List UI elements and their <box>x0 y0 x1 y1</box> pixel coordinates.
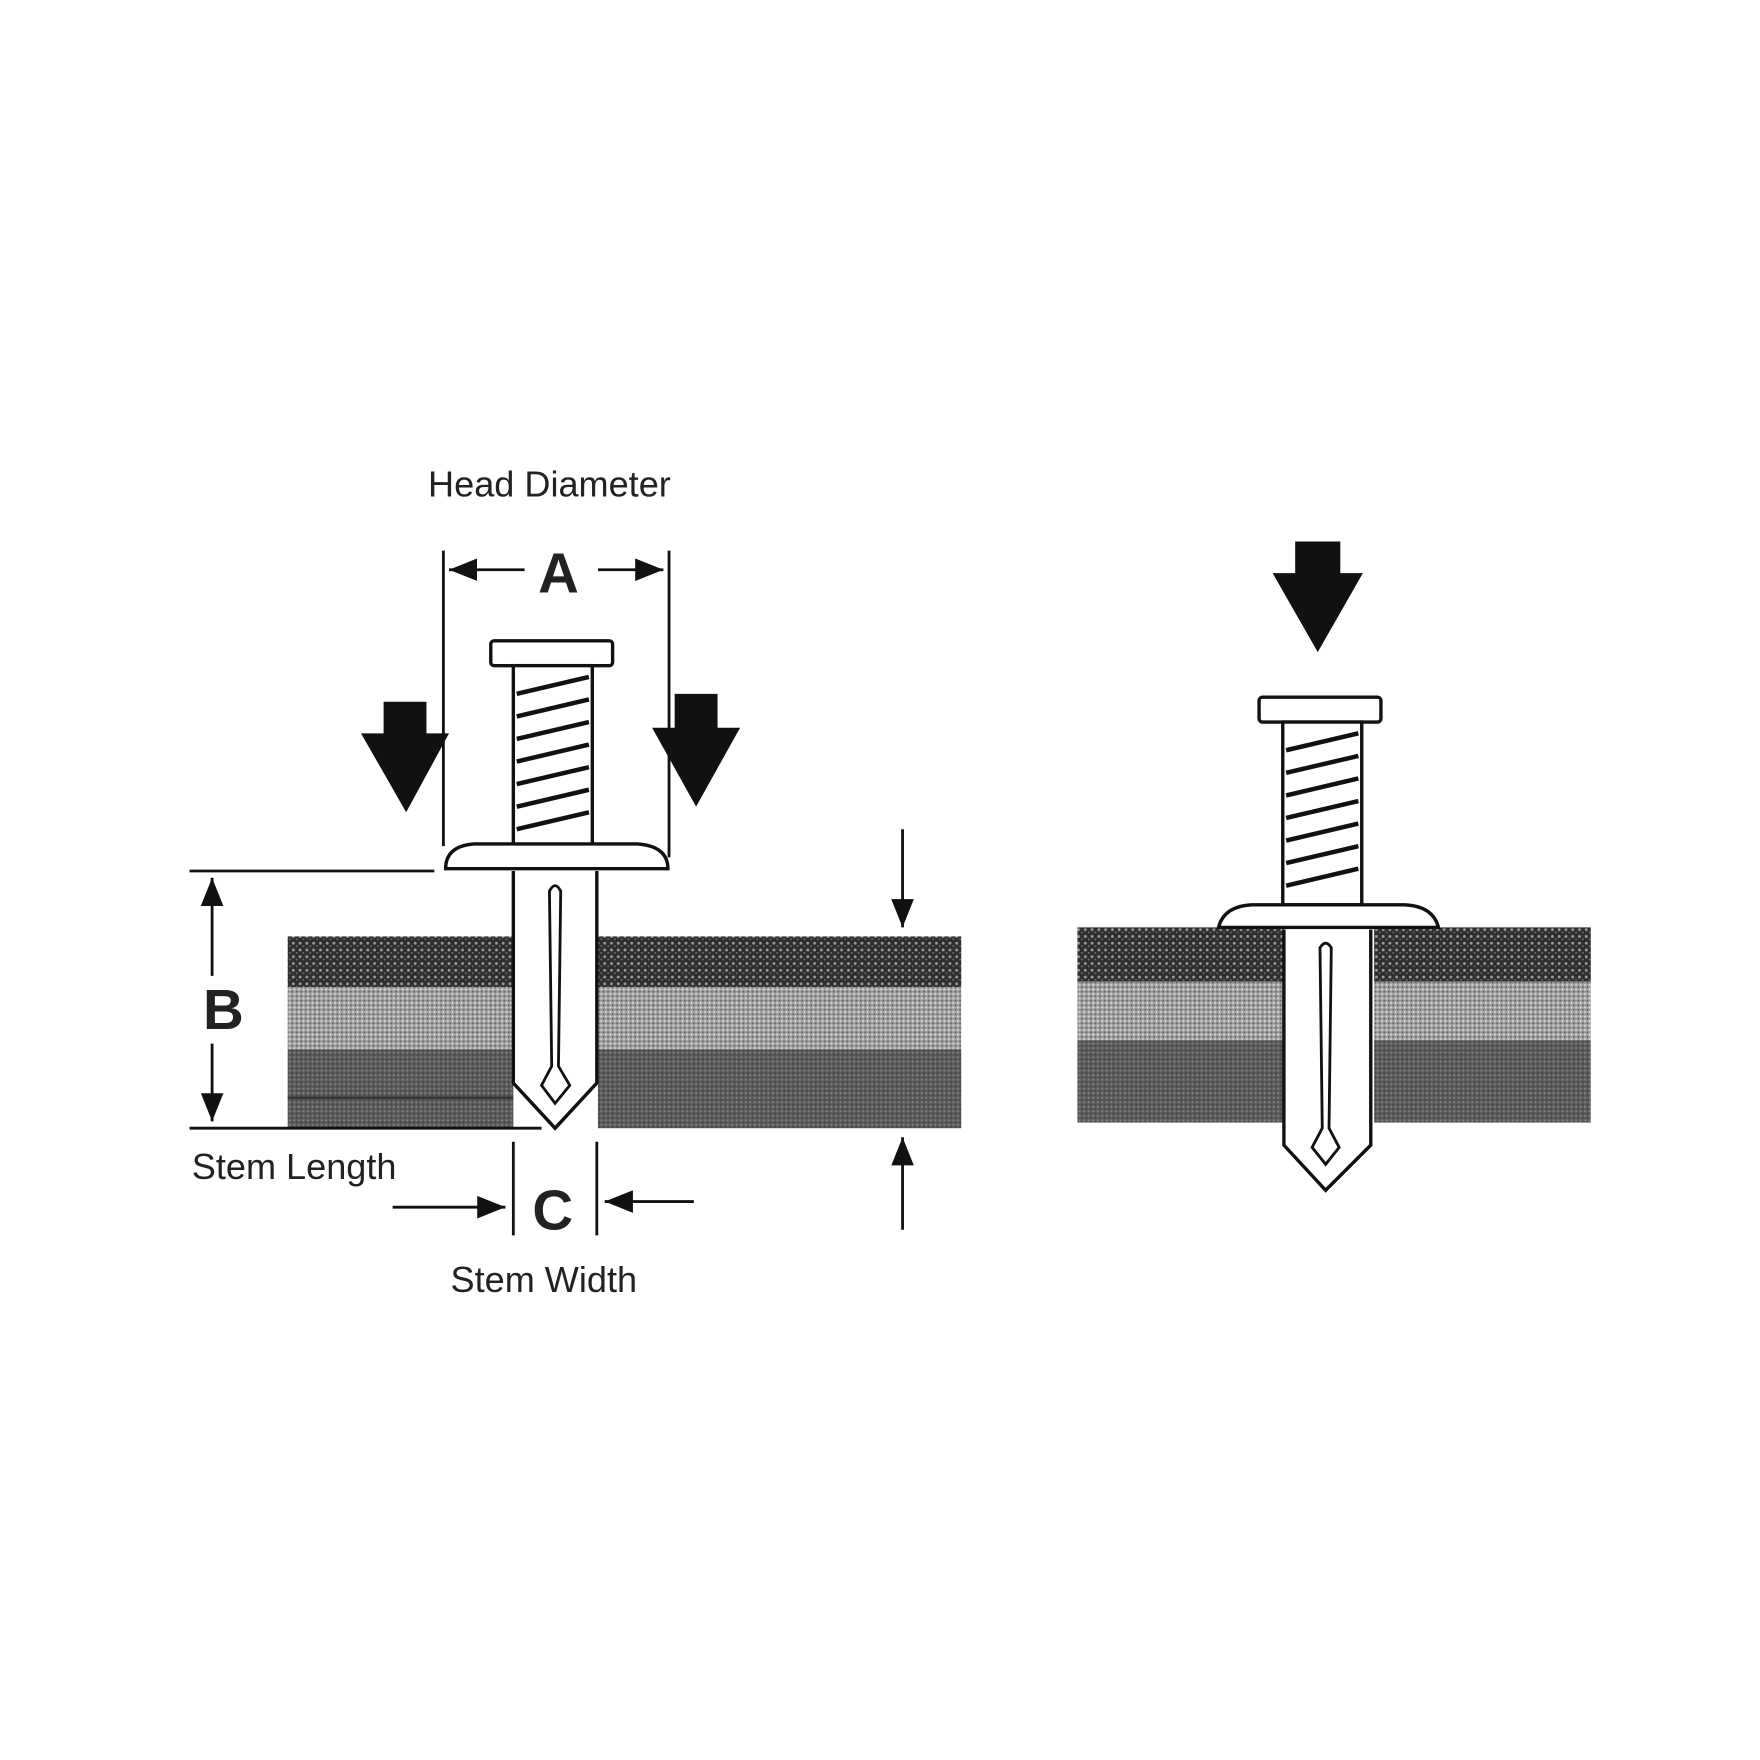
dimension-c-label: C <box>532 1179 573 1242</box>
material-layers <box>287 936 962 1129</box>
spring-coils-icon <box>516 674 590 832</box>
dimension-lines <box>189 550 914 1236</box>
stem-width-label: Stem Width <box>451 1259 638 1300</box>
material-layers <box>1077 927 1591 1123</box>
stem-length-label: Stem Length <box>192 1146 397 1187</box>
rivet-left <box>443 639 670 1131</box>
right-panel-installed <box>1077 541 1591 1193</box>
down-arrow-icon <box>361 701 450 813</box>
push-arrows <box>361 693 741 813</box>
left-panel-installation: Head Diameter A B C Stem Length Stem Wid… <box>189 463 962 1300</box>
spring-coils-icon <box>1285 731 1359 888</box>
head-diameter-label: Head Diameter <box>428 463 671 504</box>
dimension-b-label: B <box>203 978 244 1041</box>
down-arrow-icon <box>652 693 741 807</box>
dimension-a-label: A <box>538 541 579 604</box>
down-arrow-icon <box>1272 541 1363 653</box>
rivet-right <box>1216 695 1441 1193</box>
